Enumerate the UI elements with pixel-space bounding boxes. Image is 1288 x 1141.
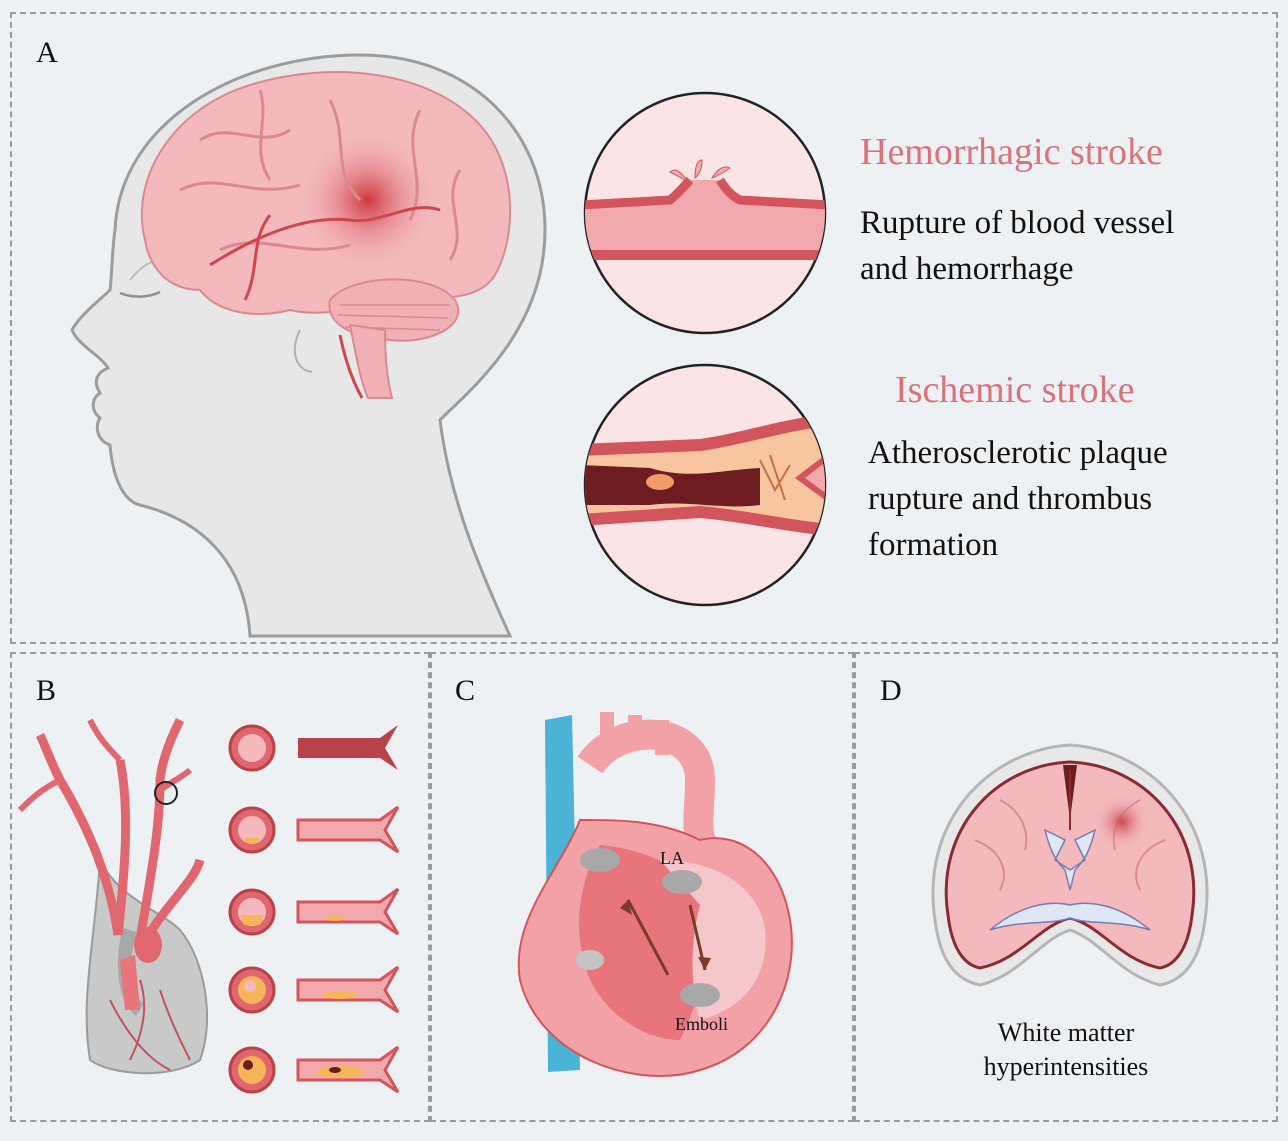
occluded-vessel-inset bbox=[583, 363, 827, 607]
hemorrhagic-stroke-title: Hemorrhagic stroke bbox=[860, 131, 1163, 173]
ischemic-desc-line-2: rupture and thrombus bbox=[868, 481, 1153, 517]
ruptured-vessel-inset bbox=[583, 91, 827, 335]
panel-a-letter: A bbox=[36, 36, 58, 69]
ischemic-desc-line-1: Atherosclerotic plaque bbox=[868, 435, 1168, 471]
ischemic-stroke-title: Ischemic stroke bbox=[895, 369, 1135, 411]
caption-line-2: hyperintensities bbox=[983, 1052, 1149, 1081]
panel-c-letter: C bbox=[455, 674, 476, 707]
panel-d-letter: D bbox=[880, 674, 902, 707]
white-matter-caption: White matter hyperintensities bbox=[854, 1016, 1278, 1084]
plaque-progression bbox=[228, 724, 400, 1094]
brain-coronal-section bbox=[931, 743, 1209, 987]
heart-cross-section bbox=[517, 712, 793, 1077]
hemorrhagic-stroke-description: Rupture of blood vessel and hemorrhage bbox=[860, 200, 1174, 292]
ischemic-stroke-description: Atherosclerotic plaque rupture and throm… bbox=[868, 430, 1168, 568]
carotid-arteries bbox=[17, 717, 209, 1075]
hemorrhagic-desc-line-2: and hemorrhage bbox=[860, 251, 1074, 287]
panel-b-letter: B bbox=[36, 674, 57, 707]
panel-d bbox=[854, 652, 1278, 1122]
panel-c bbox=[430, 652, 854, 1122]
ischemic-desc-line-3: formation bbox=[868, 527, 999, 563]
emboli-label: Emboli bbox=[675, 1014, 728, 1034]
hemorrhagic-desc-line-1: Rupture of blood vessel bbox=[860, 205, 1175, 241]
brain bbox=[140, 71, 512, 399]
panel-a bbox=[10, 12, 1278, 644]
left-atrium-label: LA bbox=[660, 848, 684, 868]
panel-b bbox=[10, 652, 430, 1122]
caption-line-1: White matter bbox=[997, 1018, 1135, 1047]
